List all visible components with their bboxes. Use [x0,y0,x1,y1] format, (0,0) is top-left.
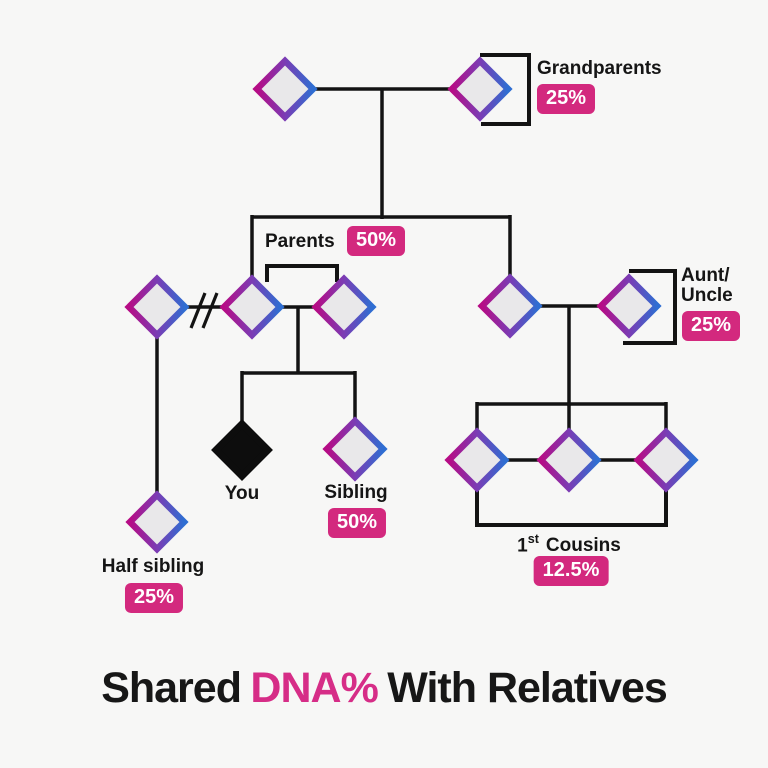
parents-share-badge: 50% [347,226,406,256]
diamond-cousin-2 [536,427,602,493]
aunt-uncle-bracket [623,269,677,345]
aunt-uncle-label-line2: Uncle [681,285,733,306]
half-sibling-label: Half sibling [101,556,205,577]
divorce-slash-icon [189,292,207,329]
aunt-uncle-label-line1: Aunt/ [681,265,730,286]
diamond-parent-left [219,274,285,340]
cousins-bracket [475,487,668,527]
diamond-aunt-uncle-right [596,273,662,339]
diamond-half-sibling [125,490,189,554]
title-accent: DNA% [250,664,378,712]
title-part2: With Relatives [387,664,668,712]
divorce-slash-icon [201,292,219,329]
title-part1: Shared [101,664,242,712]
first-cousins-share-badge: 12.5% [533,556,609,586]
grandparents-share-badge: 25% [537,84,596,114]
diamond-aunt-uncle-left [477,273,543,339]
first-cousins-ordinal: st [527,532,539,546]
grandparents-label: Grandparents [537,58,662,79]
diamond-grandparent-left [252,56,318,122]
first-cousins-word: Cousins [545,535,621,557]
diamond-parent-right [311,274,377,340]
diamond-ex-spouse [124,274,190,340]
parents-bracket [265,264,339,282]
parents-label: Parents [265,231,335,252]
sibling-label: Sibling [324,482,388,503]
aunt-uncle-share-badge: 25% [682,311,741,341]
diamond-sibling [322,416,388,482]
first-cousins-number: 1 [517,535,528,557]
grandparents-bracket [480,53,531,126]
half-sibling-share-badge: 25% [124,583,184,613]
diamond-you [211,419,273,481]
diamond-grandparent-right [447,56,513,122]
sibling-share-badge: 50% [327,508,387,538]
diamond-cousin-3 [633,427,699,493]
first-cousins-label: 1st Cousins [517,530,621,556]
diamond-cousin-1 [444,427,510,493]
you-label: You [224,483,260,504]
